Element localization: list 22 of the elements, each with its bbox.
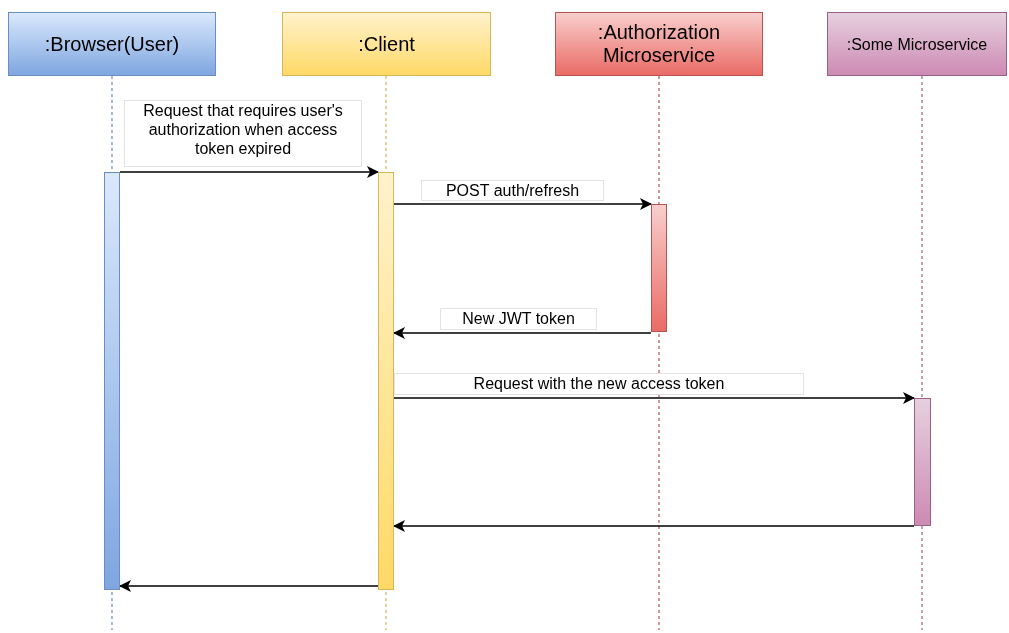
edge-label: Request with the new access token — [394, 373, 804, 395]
activation-bar — [914, 398, 931, 526]
edge-label: Request that requires user's authorization when access token expired — [124, 100, 362, 167]
participant-box — [8, 12, 216, 76]
edge-label: POST auth/refresh — [421, 180, 604, 201]
arrow — [393, 198, 652, 210]
participant-box — [555, 12, 763, 76]
arrow — [393, 327, 652, 339]
participant-name: :Authorization Microservice — [596, 21, 722, 67]
activation-bar — [378, 172, 394, 590]
activation-bar — [651, 204, 667, 332]
arrow — [393, 520, 915, 532]
arrow — [119, 580, 379, 592]
participant-box — [282, 12, 491, 76]
arrow — [119, 166, 379, 178]
participant-name: :Client — [358, 32, 415, 56]
arrow — [393, 392, 915, 404]
participant-name: :Browser(User) — [44, 32, 180, 56]
participant-box — [827, 12, 1007, 76]
participant-name: :Some Microservice — [846, 34, 988, 55]
edge-label: New JWT token — [440, 308, 597, 330]
activation-bar — [104, 172, 120, 590]
